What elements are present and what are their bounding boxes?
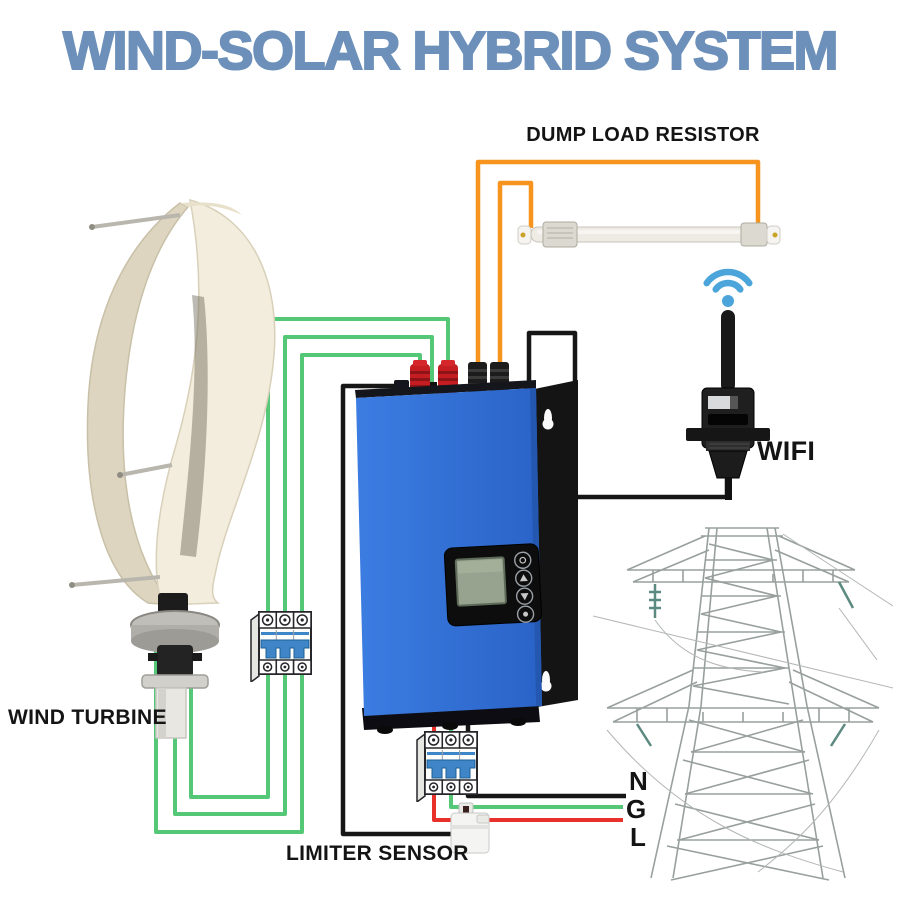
dump-load-wires: [475, 159, 761, 374]
keyhole-slot-top: [542, 409, 554, 430]
output-g-label: G: [626, 794, 647, 824]
circuit-breaker-bottom: [416, 731, 478, 802]
limiter-sensor-image: [450, 802, 490, 854]
wind-turbine-label: WIND TURBINE: [8, 706, 167, 729]
display-buttons: [514, 551, 535, 623]
output-l-label: L: [630, 822, 647, 852]
dump-load-resistor-image: [517, 221, 781, 248]
circuit-breaker-left: [250, 611, 312, 682]
page-title: WIND-SOLAR HYBRID SYSTEM: [62, 20, 840, 82]
dump-load-resistor-label: DUMP LOAD RESISTOR: [526, 124, 760, 146]
wifi-module: [686, 268, 770, 500]
wifi-label: WIFI: [757, 436, 816, 466]
keyhole-slot-bottom: [540, 671, 552, 692]
limiter-cable: [340, 383, 452, 837]
grid-tie-inverter: [355, 360, 578, 734]
wind-turbine-image: [69, 198, 276, 739]
output-n-label: N: [629, 766, 649, 796]
inverter-display: [443, 543, 543, 627]
limiter-sensor-label: LIMITER SENSOR: [286, 842, 469, 865]
transmission-tower-image: [593, 527, 893, 881]
wifi-signal-icon: [703, 268, 753, 307]
wind-3phase-wires: [154, 317, 450, 834]
wifi-antenna: [686, 310, 770, 500]
